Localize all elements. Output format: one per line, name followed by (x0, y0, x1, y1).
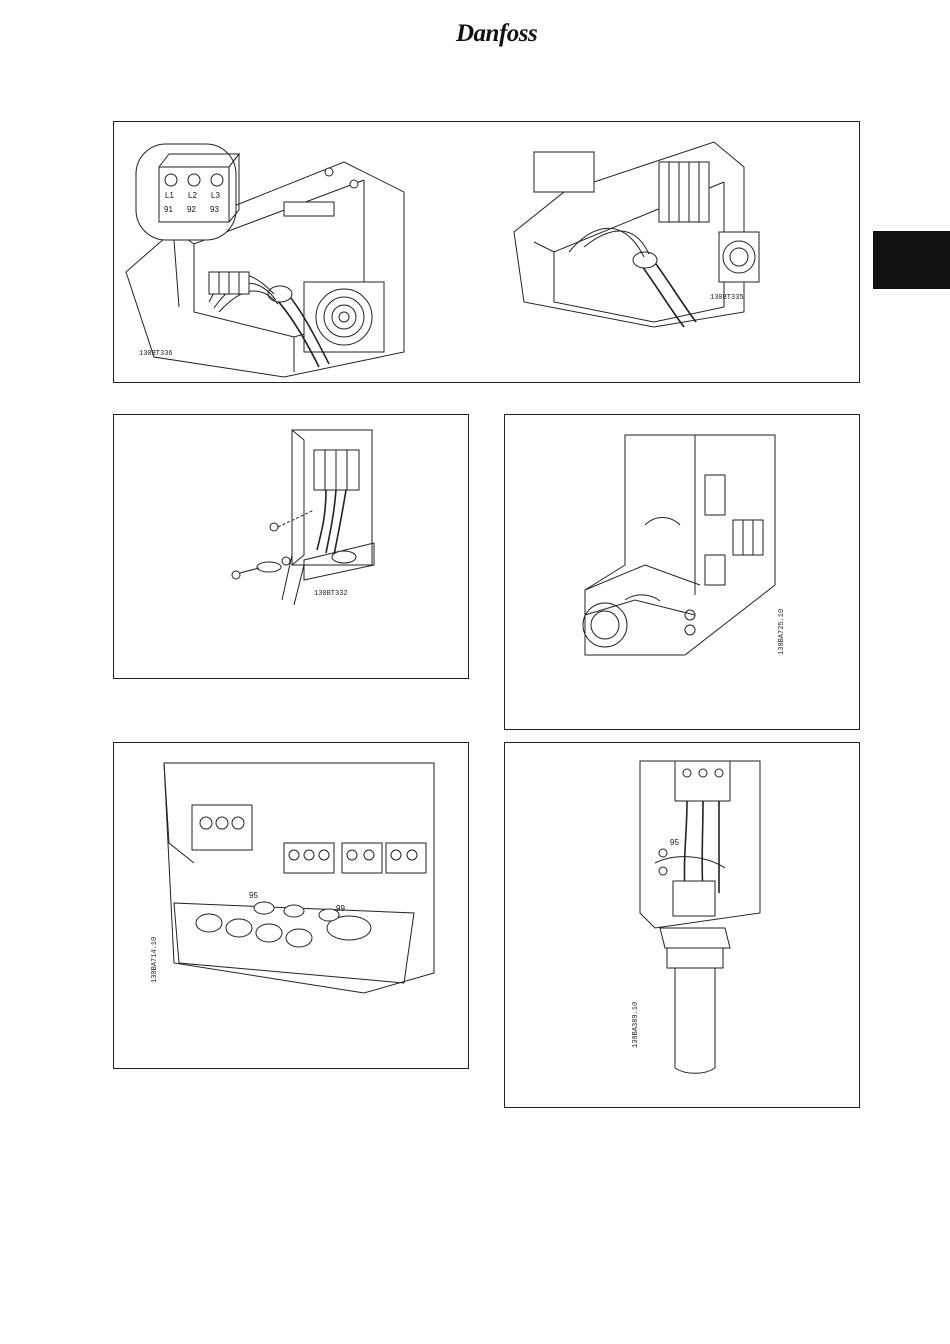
figure-box-top: L1 L2 L3 91 92 93 130BT336 (113, 121, 860, 383)
illustration-left: L1 L2 L3 91 92 93 130BT336 (126, 144, 404, 377)
terminal-label-91: 91 (164, 205, 173, 214)
phase-label-l2: L2 (188, 191, 197, 200)
figure-box-middle-right: 130BA725.10 (504, 414, 860, 730)
figure-box-bottom-left: 95 99 130BA714.10 (113, 742, 469, 1069)
figure-bottom-right-drawing: 95 130BA389.10 (505, 743, 861, 1109)
figure-code-130bt335: 130BT335 (710, 294, 744, 302)
figure-code-130ba714: 130BA714.10 (151, 937, 159, 983)
terminal-label-92: 92 (187, 205, 196, 214)
figure-box-middle-left: 130BT332 (113, 414, 469, 679)
illustration-right: 130BT335 (514, 142, 759, 327)
terminal-label-93: 93 (210, 205, 219, 214)
terminal-label-99: 99 (336, 904, 345, 913)
phase-label-l3: L3 (211, 191, 220, 200)
logo-wordmark: Danfoss (456, 20, 537, 48)
figure-code-130ba389: 130BA389.10 (632, 1002, 640, 1048)
figure-code-130bt332: 130BT332 (314, 590, 348, 598)
figure-top-drawing: L1 L2 L3 91 92 93 130BT336 (114, 122, 861, 384)
chapter-tab (873, 231, 950, 289)
figure-middle-right-drawing: 130BA725.10 (505, 415, 861, 731)
figure-code-130ba725: 130BA725.10 (778, 609, 786, 655)
figure-box-bottom-right: 95 130BA389.10 (504, 742, 860, 1108)
figure-bottom-left-drawing: 95 99 130BA714.10 (114, 743, 470, 1070)
phase-label-l1: L1 (165, 191, 174, 200)
terminal-label-95-right: 95 (670, 838, 679, 847)
terminal-label-95: 95 (249, 891, 258, 900)
figure-middle-left-drawing: 130BT332 (114, 415, 470, 680)
danfoss-logo: Danfoss (456, 18, 556, 54)
figure-code-130bt336: 130BT336 (139, 350, 173, 358)
